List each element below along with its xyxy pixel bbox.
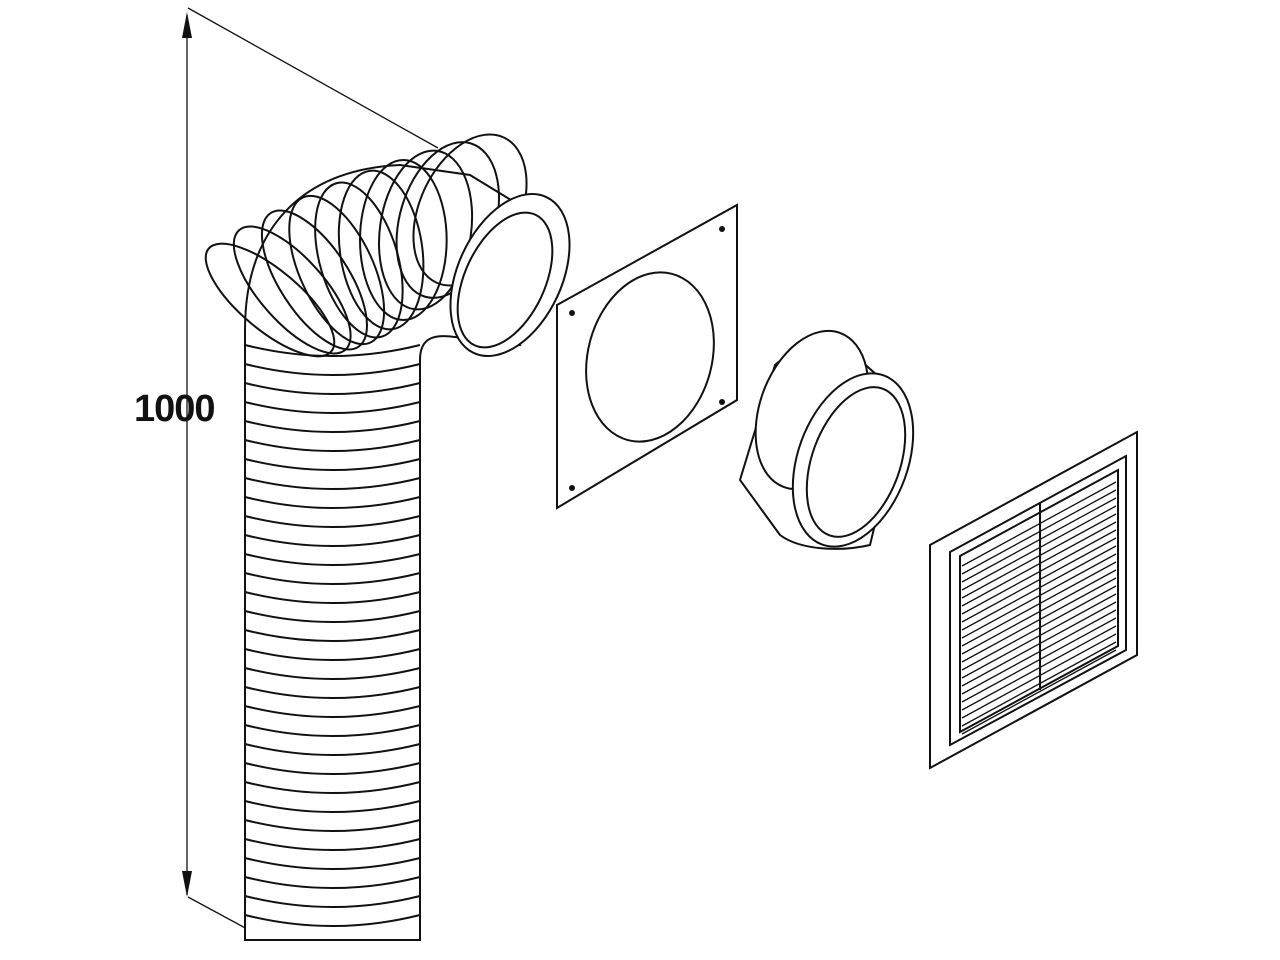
elbow-rib <box>260 209 368 351</box>
hose-rib <box>244 876 421 889</box>
hose-rib <box>244 800 421 813</box>
hose-rib <box>244 743 421 756</box>
hose-rib <box>244 439 421 452</box>
elbow-rib <box>337 169 425 331</box>
hose-rib <box>244 382 421 395</box>
elbow-rib <box>359 159 448 321</box>
flexible-hose <box>204 133 571 941</box>
grille-slat <box>961 649 1117 735</box>
hose-rib <box>244 496 421 509</box>
hose-rib <box>244 838 421 851</box>
hose-rib <box>244 534 421 547</box>
dimension-label: 1000 <box>134 388 216 430</box>
hose-rib <box>244 629 421 642</box>
hose-rib <box>244 363 421 376</box>
elbow-rib <box>288 194 386 346</box>
hose-rib <box>244 553 421 566</box>
hose-rib <box>244 420 421 433</box>
hose-rib <box>244 401 421 414</box>
hose-rib <box>244 344 421 357</box>
hose-rib <box>244 895 421 908</box>
hose-rib <box>244 667 421 680</box>
hose-rib <box>244 477 421 490</box>
hose-rib <box>244 762 421 775</box>
hose-rib <box>244 610 421 623</box>
dimension-line <box>182 7 439 938</box>
elbow-rib <box>204 242 336 358</box>
hose-rib <box>244 572 421 585</box>
hose-rib <box>244 914 421 927</box>
hose-rib <box>244 705 421 718</box>
hose-rib <box>244 458 421 471</box>
connector-ring <box>738 329 915 550</box>
hose-rib <box>244 781 421 794</box>
hose-rib <box>244 515 421 528</box>
vent-grille <box>929 430 1138 770</box>
hose-rib <box>244 648 421 661</box>
hose-rib <box>244 819 421 832</box>
hose-rib <box>244 591 421 604</box>
wall-plate <box>556 203 738 510</box>
hose-rib <box>244 857 421 870</box>
hose-rib <box>244 686 421 699</box>
hose-rib <box>244 724 421 737</box>
